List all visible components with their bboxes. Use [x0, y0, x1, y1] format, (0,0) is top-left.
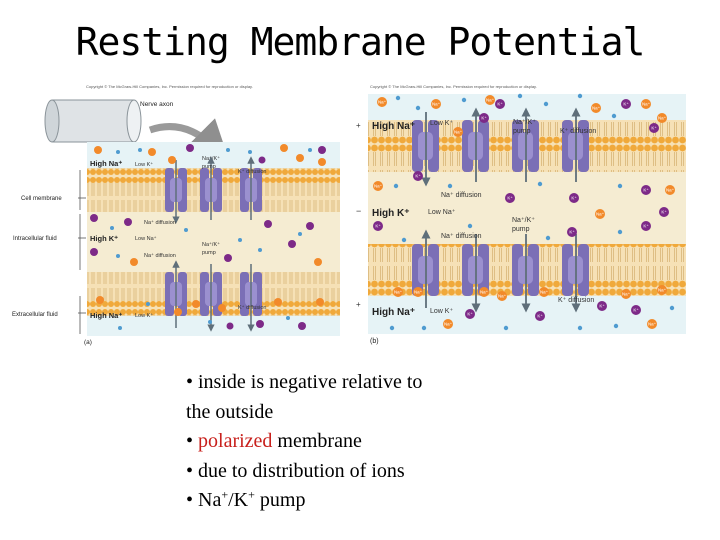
svg-text:Na⁺: Na⁺: [658, 288, 667, 293]
bullet-4: • Na+/K+ pump: [186, 487, 306, 511]
a-top-low-k: Low K⁺: [135, 161, 153, 168]
b-extracellular-bottom: [368, 296, 686, 334]
svg-text:Na⁺: Na⁺: [622, 292, 631, 297]
svg-text:K⁺: K⁺: [415, 174, 421, 179]
extracellular-fluid-label: Extracellular fluid: [12, 312, 58, 318]
svg-text:K⁺: K⁺: [481, 116, 487, 121]
bullet-list: • inside is negative relative to the out…: [186, 368, 516, 516]
svg-text:K⁺: K⁺: [497, 102, 503, 107]
svg-text:Na⁺: Na⁺: [486, 98, 495, 103]
b-mid-na-diffusion-1: Na⁺ diffusion: [441, 192, 482, 199]
b-top-k-diffusion: K⁺ diffusion: [560, 128, 596, 135]
bullet-2: • polarized membrane: [186, 430, 362, 452]
b-bot-high-na: High Na⁺: [372, 307, 415, 318]
b-mid-low-na: Low Na⁺: [428, 209, 456, 216]
panel-a: Copyright © The McGraw-Hill Companies, I…: [12, 84, 340, 346]
svg-text:Na⁺: Na⁺: [596, 212, 605, 217]
svg-text:Na⁺: Na⁺: [540, 290, 549, 295]
svg-text:K⁺: K⁺: [537, 314, 543, 319]
b-intracellular-region: [368, 172, 686, 244]
a-top-pump-1: Na⁺/K⁺: [202, 155, 220, 162]
svg-text:Na⁺: Na⁺: [642, 102, 651, 107]
panel-b: Copyright © The McGraw-Hill Companies, I…: [356, 84, 686, 345]
svg-text:K⁺: K⁺: [569, 230, 575, 235]
svg-text:Na⁺: Na⁺: [444, 322, 453, 327]
svg-text:Na⁺: Na⁺: [498, 294, 507, 299]
svg-text:K⁺: K⁺: [661, 210, 667, 215]
panel-a-arrows: [172, 156, 255, 332]
bullet-1: • inside is negative relative to: [186, 371, 423, 393]
panel-b-channels: [412, 120, 589, 296]
b-top-low-k: Low K⁺: [430, 120, 453, 127]
b-top-high-na: High Na⁺: [372, 121, 415, 132]
svg-text:K⁺: K⁺: [651, 126, 657, 131]
svg-text:Na⁺: Na⁺: [658, 116, 667, 121]
svg-text:K⁺: K⁺: [643, 188, 649, 193]
svg-text:Na⁺: Na⁺: [648, 322, 657, 327]
b-mid-high-k: High K⁺: [372, 208, 410, 219]
a-mid-pump-1: Na⁺/K⁺: [202, 241, 220, 248]
a-mid-low-na: Low Na⁺: [135, 235, 157, 242]
svg-text:K⁺: K⁺: [633, 308, 639, 313]
b-bot-low-k: Low K⁺: [430, 308, 453, 315]
a-bot-k-diffusion: K⁺ diffusion: [238, 304, 267, 311]
b-sign-bottom: +: [356, 300, 361, 309]
svg-text:Na⁺: Na⁺: [378, 100, 387, 105]
panel-b-label: (b): [370, 338, 379, 345]
panel-a-ions: [90, 144, 326, 330]
b-mid-pump-2: pump: [512, 226, 530, 233]
svg-text:K⁺: K⁺: [599, 304, 605, 309]
b-top-pump-1: Na⁺/K⁺: [513, 119, 536, 126]
a-mid-pump-2: pump: [202, 250, 216, 256]
panel-a-channels: [165, 168, 262, 316]
svg-text:K⁺: K⁺: [375, 224, 381, 229]
panel-a-left-brackets: [78, 170, 86, 334]
svg-text:Na⁺: Na⁺: [374, 184, 383, 189]
panel-b-arrows: [421, 107, 581, 313]
b-sign-top: +: [356, 121, 361, 130]
a-mid-na-diffusion-2: Na⁺ diffusion: [144, 252, 176, 259]
svg-text:K⁺: K⁺: [643, 224, 649, 229]
svg-text:K⁺: K⁺: [571, 196, 577, 201]
svg-text:Na⁺: Na⁺: [394, 290, 403, 295]
a-mid-high-k: High K⁺: [90, 234, 118, 243]
b-mid-pump-1: Na⁺/K⁺: [512, 217, 535, 224]
a-bot-low-k: Low K⁺: [135, 312, 153, 319]
b-mid-na-diffusion-2: Na⁺ diffusion: [441, 233, 482, 240]
bullet-3: • due to distribution of ions: [186, 459, 405, 482]
panel-b-ions: Na⁺ Na⁺ Na⁺ Na⁺ Na⁺ Na⁺ Na⁺ K⁺ K⁺ K⁺ K⁺ …: [373, 95, 675, 329]
panel-b-small-ions: [389, 93, 675, 331]
b-bot-k-diffusion: K⁺ diffusion: [558, 297, 594, 304]
cell-membrane-label: Cell membrane: [21, 196, 62, 202]
polarized-word: polarized: [198, 430, 273, 452]
a-top-k-diffusion: K⁺ diffusion: [238, 168, 267, 175]
svg-text:Na⁺: Na⁺: [432, 102, 441, 107]
intracellular-fluid-label: Intracellular fluid: [13, 236, 57, 242]
panel-b-copyright: Copyright © The McGraw-Hill Companies, I…: [370, 84, 537, 89]
svg-text:Na⁺: Na⁺: [666, 188, 675, 193]
b-extracellular-top: [368, 94, 686, 120]
a-bot-high-na: High Na⁺: [90, 311, 122, 320]
a-top-pump-2: pump: [202, 164, 216, 170]
svg-text:Na⁺: Na⁺: [480, 290, 489, 295]
b-sign-middle: −: [356, 206, 361, 216]
b-top-pump-2: pump: [513, 128, 531, 135]
svg-text:K⁺: K⁺: [623, 102, 629, 107]
svg-text:Na⁺: Na⁺: [592, 106, 601, 111]
svg-text:Na⁺: Na⁺: [414, 290, 423, 295]
nerve-axon-label: Nerve axon: [140, 101, 174, 108]
panel-a-label: (a): [84, 339, 92, 346]
a-top-high-na: High Na⁺: [90, 159, 122, 168]
svg-text:K⁺: K⁺: [467, 312, 473, 317]
svg-text:K⁺: K⁺: [507, 196, 513, 201]
bullet-1-continued: the outside: [186, 400, 274, 423]
slide-title: Resting Membrane Potential: [75, 20, 646, 64]
svg-text:Na⁺: Na⁺: [454, 130, 463, 135]
nerve-axon-illustration: [44, 99, 230, 163]
panel-a-copyright: Copyright © The McGraw-Hill Companies, I…: [86, 84, 253, 89]
a-mid-na-diffusion-1: Na⁺ diffusion: [144, 219, 176, 226]
membrane-diagram: Copyright © The McGraw-Hill Companies, I…: [12, 84, 686, 346]
